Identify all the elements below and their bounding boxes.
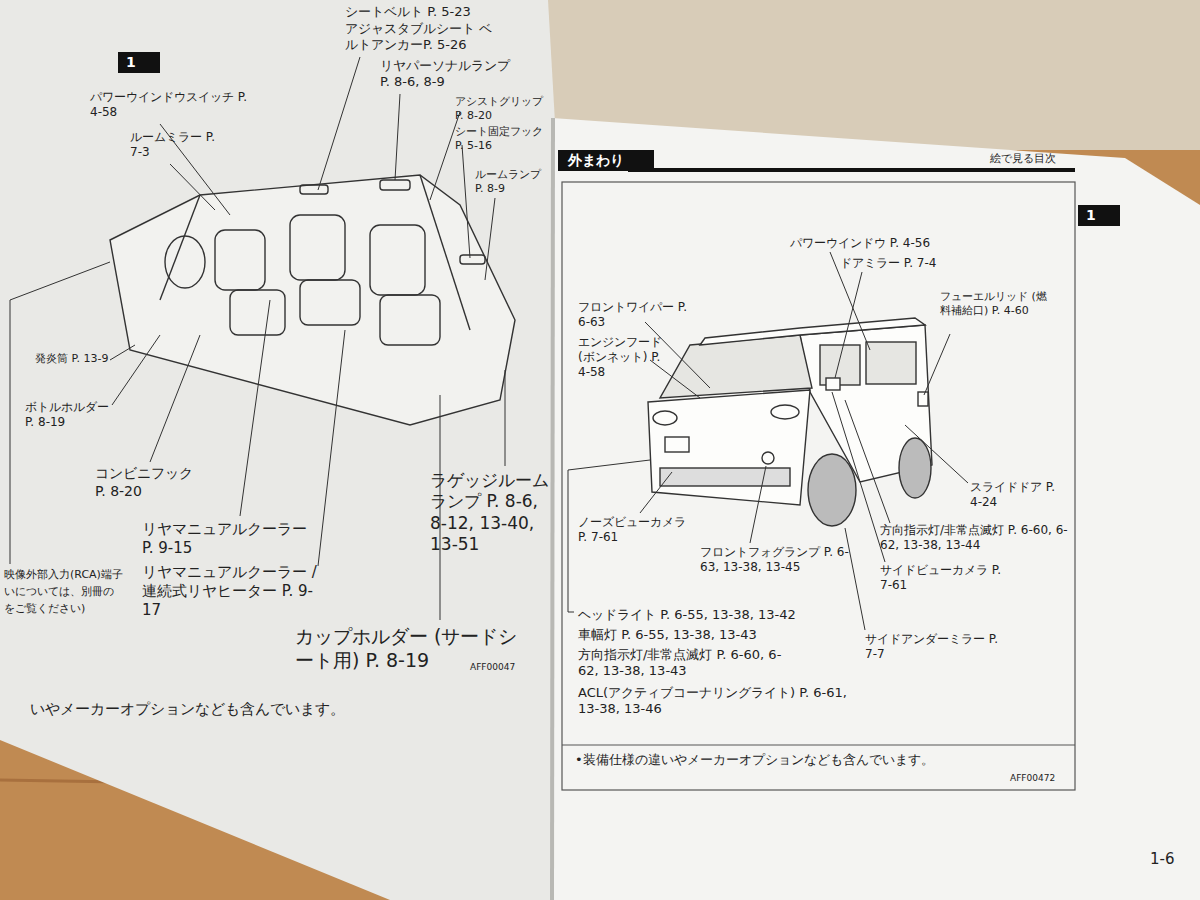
cabin-illustration — [110, 175, 515, 425]
callout-label: ルームランプ P. 8-9 — [475, 168, 547, 196]
callout-label: フロントフォグランプ P. 6-63, 13-38, 13-45 — [700, 545, 860, 575]
callout-label: ラゲッジルーム ランプ P. 8-6, 8-12, 13-40, 13-51 — [430, 470, 550, 555]
callout-label: ACL(アクティブコーナリングライト) P. 6-61, 13-38, 13-4… — [578, 685, 848, 718]
callout-label: スライドドア P. 4-24 — [970, 480, 1070, 510]
callout-label: 方向指示灯/非常点滅灯 P. 6-60, 6-62, 13-38, 13-43 — [578, 647, 793, 680]
callout-label: 方向指示灯/非常点滅灯 P. 6-60, 6-62, 13-38, 13-44 — [880, 523, 1072, 553]
callout-label: リヤマニュアルクーラー P. 9-15 — [142, 520, 317, 558]
note-text: いやメーカーオプションなども含んでいます。 — [30, 700, 345, 719]
callout-label: コンビニフック P. 8-20 — [95, 465, 205, 500]
figure-id: AFF00047 — [470, 662, 515, 673]
header-rule — [628, 168, 1075, 172]
callout-label: リヤパーソナルランプ P. 8-6, 8-9 — [380, 58, 520, 91]
callout-label: ドアミラー P. 7-4 — [840, 256, 936, 271]
callout-label: 発炎筒 P. 13-9 — [35, 352, 108, 366]
callout-label: アシストグリップ P. 8-20 — [455, 95, 547, 123]
callout-label: パワーウインドウ P. 4-56 — [790, 236, 930, 251]
callout-label: エンジンフード (ボンネット) P. 4-58 — [578, 335, 668, 380]
callout-label: シート固定フック P. 5-16 — [455, 125, 547, 153]
callout-label: ルームミラー P. 7-3 — [130, 130, 220, 160]
page-number: 1-6 — [1150, 850, 1175, 869]
callout-label: サイドアンダーミラー P. 7-7 — [865, 632, 1000, 662]
left-page — [0, 0, 556, 900]
callout-label: サイドビューカメラ P. 7-61 — [880, 563, 1010, 593]
car-illustration — [648, 318, 932, 526]
gutter — [552, 118, 553, 900]
figure-frame — [562, 182, 1075, 790]
note-text: をご覧ください) — [4, 602, 85, 616]
node-text: 1 — [1086, 207, 1096, 223]
callout-label: ヘッドライト P. 6-55, 13-38, 13-42 — [578, 607, 796, 623]
figure-id: AFF00472 — [1010, 773, 1055, 784]
callout-label: パワーウインドウスイッチ P. 4-58 — [90, 90, 250, 120]
callout-label: アジャスタブルシート ベルトアンカーP. 5-26 — [345, 21, 495, 54]
node-text: 外まわり — [568, 152, 624, 168]
note-text: •装備仕様の違いやメーカーオプションなども含んでいます。 — [575, 752, 934, 768]
node-text: 1 — [126, 54, 136, 70]
callout-label: ノーズビューカメラ P. 7-61 — [578, 515, 696, 545]
note-rule — [562, 745, 1075, 746]
note-text: 映像外部入力(RCA)端子 — [4, 568, 123, 582]
callout-label: 車幅灯 P. 6-55, 13-38, 13-43 — [578, 627, 757, 643]
chapter-tab: 1 — [118, 52, 160, 73]
running-header: 絵で見る目次 — [990, 152, 1056, 166]
callout-label: ボトルホルダー P. 8-19 — [25, 400, 115, 430]
callout-label: フロントワイパー P. 6-63 — [578, 300, 688, 330]
chapter-tab: 1 — [1078, 205, 1120, 226]
right-page — [552, 118, 1200, 900]
callout-label: フューエルリッド (燃料補給口) P. 4-60 — [940, 290, 1050, 318]
callout-label: シートベルト P. 5-23 — [345, 4, 495, 20]
section-header: 外まわり — [558, 150, 654, 171]
callout-label: リヤマニュアルクーラー /連続式リヤヒーター P. 9-17 — [142, 563, 317, 619]
note-text: いについては、別冊の — [4, 585, 114, 599]
